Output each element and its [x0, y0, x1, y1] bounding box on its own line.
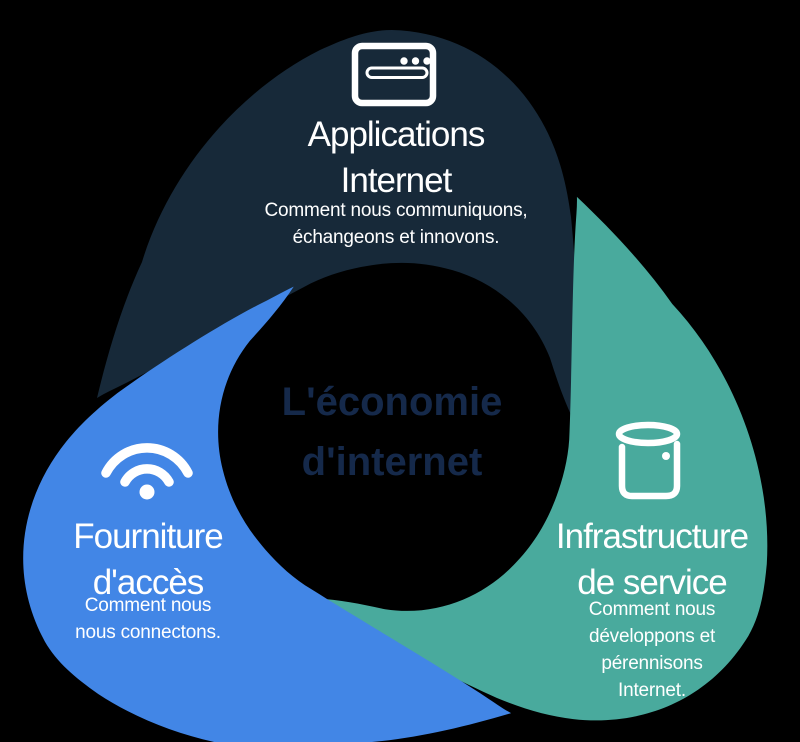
access-description: Comment nous nous connectons.: [75, 595, 221, 643]
infrastructure-description: Comment nous développons et pérennisons …: [588, 599, 716, 701]
database-icon: [615, 421, 681, 500]
infrastructure-title: Infrastructure de service: [555, 517, 749, 602]
wifi-icon: [101, 443, 193, 500]
diagram-center-title: L'économie d'internet: [281, 380, 503, 484]
applications-title: Applications Internet: [307, 115, 486, 200]
access-title: Fourniture d'accès: [73, 517, 224, 602]
applications-description: Comment nous communiquons, échangeons et…: [264, 200, 528, 248]
browser-window-icon: [351, 42, 437, 107]
